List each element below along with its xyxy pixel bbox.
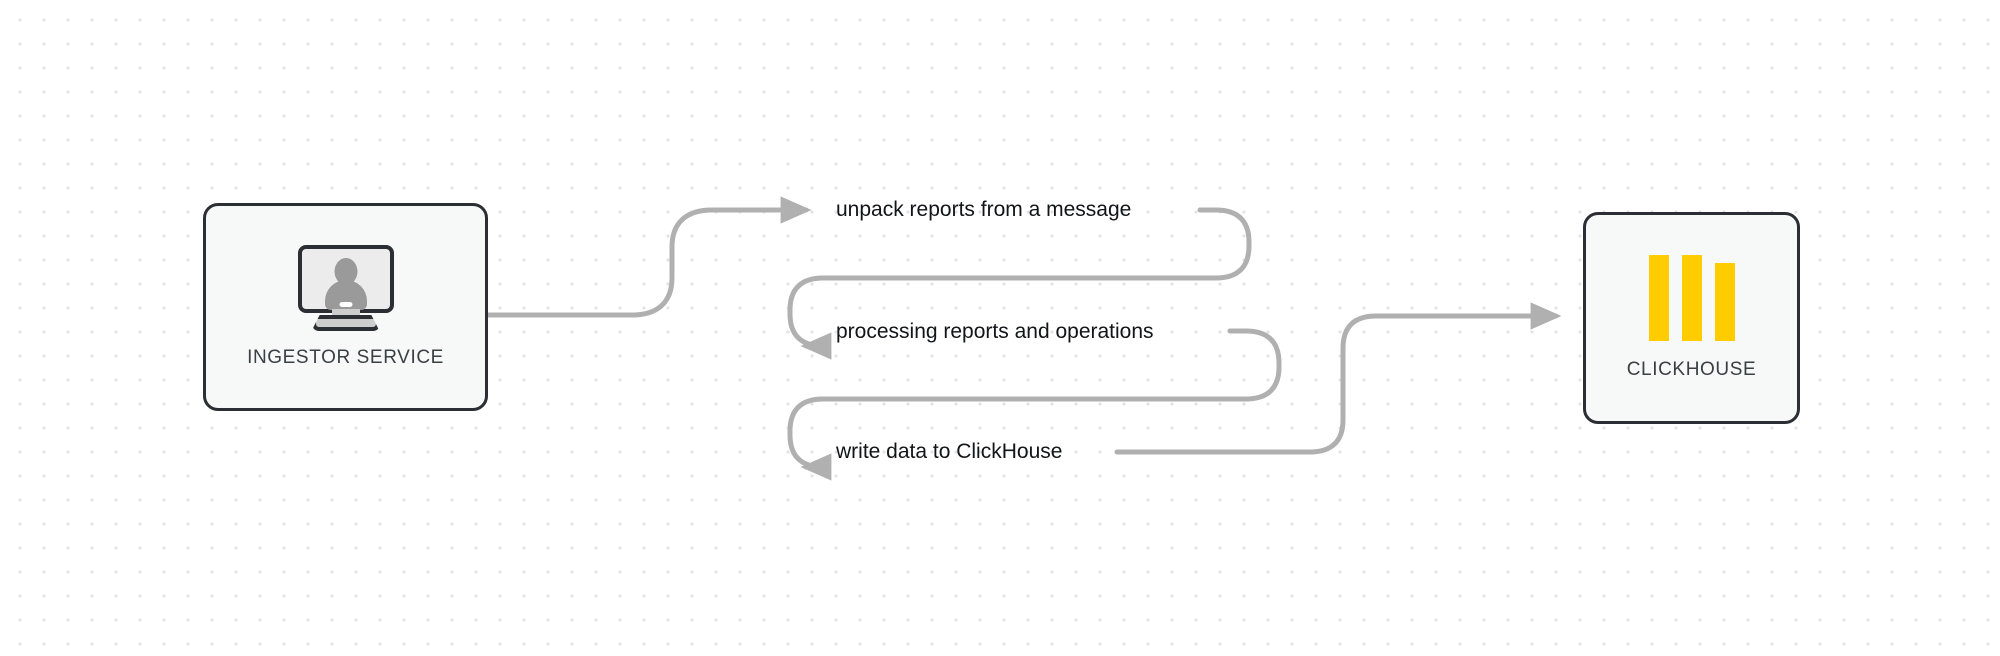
edge-label-unpack: unpack reports from a message: [836, 198, 1132, 221]
node-ingestor-service[interactable]: INGESTOR SERVICE: [203, 203, 488, 411]
edge-path-2: [787, 207, 1252, 360]
user-head: [334, 258, 357, 285]
monitor-notch: [339, 302, 352, 307]
monitor-base: [311, 315, 380, 331]
clickhouse-logo-icon: [1648, 255, 1735, 341]
clickhouse-bar-1: [1648, 255, 1669, 341]
edge-path-3: [787, 328, 1282, 481]
edge-label-processing: processing reports and operations: [836, 320, 1154, 343]
clickhouse-bar-2: [1681, 255, 1702, 341]
clickhouse-bar-3: [1714, 263, 1735, 341]
edge-path-4: [1114, 302, 1562, 455]
user-silhouette-icon: [323, 258, 369, 310]
edge-label-write: write data to ClickHouse: [836, 440, 1063, 463]
edge-path-1: [485, 196, 812, 318]
monitor-user-icon: [294, 245, 398, 331]
monitor-screen: [297, 245, 394, 313]
node-clickhouse[interactable]: CLICKHOUSE: [1583, 212, 1800, 424]
node-ingestor-label: INGESTOR SERVICE: [247, 347, 444, 368]
node-clickhouse-label: CLICKHOUSE: [1626, 359, 1757, 380]
